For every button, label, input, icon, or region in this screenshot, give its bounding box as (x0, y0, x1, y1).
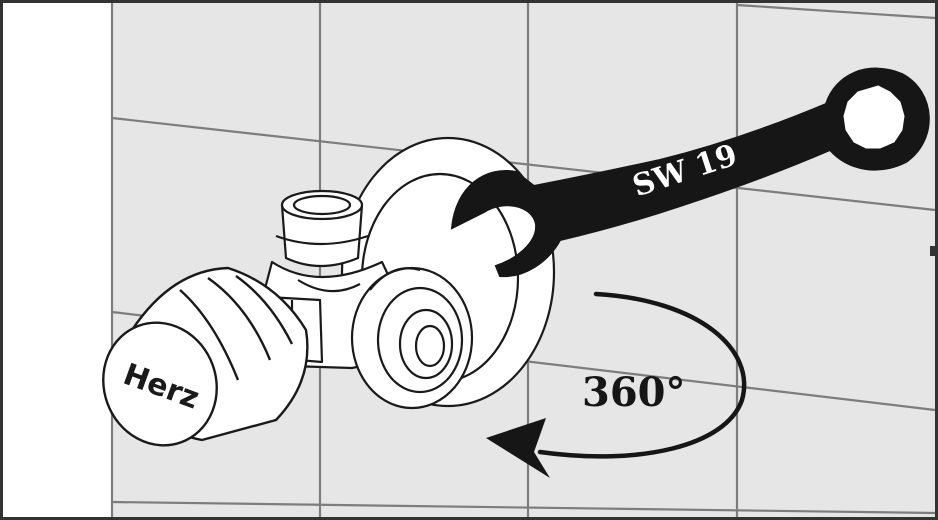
edge-mark (930, 246, 935, 256)
valve-handwheel: Herz (102, 266, 309, 447)
wrench-body (450, 67, 930, 278)
rotation-arrow-path (537, 291, 747, 459)
handwheel-cap (102, 321, 218, 447)
rotation-angle-label: 360° (582, 369, 686, 416)
rotation-arrow-head (486, 418, 550, 478)
rotation-indicator: 360° (486, 291, 747, 478)
ring-end-hole (843, 85, 905, 149)
